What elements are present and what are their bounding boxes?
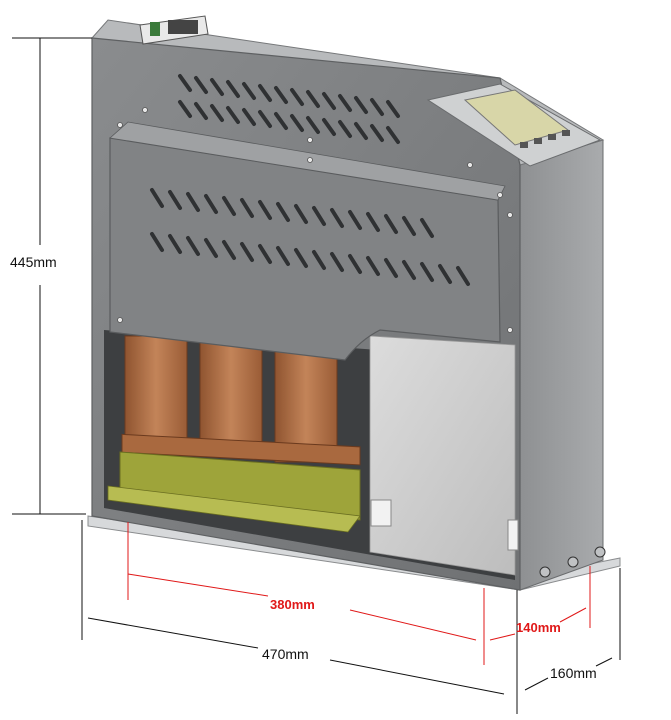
lcd-controller-icon — [426, 83, 602, 167]
vent-slots-top — [178, 74, 400, 144]
inner-width-label: 380mm — [270, 597, 315, 612]
outer-depth-dimension-line — [524, 568, 621, 691]
height-dimension-line — [12, 37, 92, 515]
transformer-coils — [121, 335, 361, 466]
panel-screws — [117, 107, 513, 333]
terminal-block-icon — [139, 15, 209, 45]
inner-white-panel — [369, 335, 516, 576]
outer-width-label: 470mm — [262, 646, 309, 662]
side-connector-bolts — [539, 546, 606, 578]
vent-slots-cover — [150, 188, 470, 286]
inner-width-dimension-line — [127, 522, 485, 665]
height-label: 445mm — [10, 254, 57, 270]
cabinet-side-panel — [519, 139, 604, 591]
outer-width-dimension-line — [81, 520, 518, 714]
outer-depth-label: 160mm — [550, 665, 597, 681]
upper-vent-cover — [109, 137, 501, 361]
coil-mounting-frame — [119, 451, 361, 521]
inner-depth-label: 140mm — [516, 620, 561, 635]
access-tab — [370, 499, 392, 527]
inner-depth-dimension-line — [489, 566, 591, 641]
